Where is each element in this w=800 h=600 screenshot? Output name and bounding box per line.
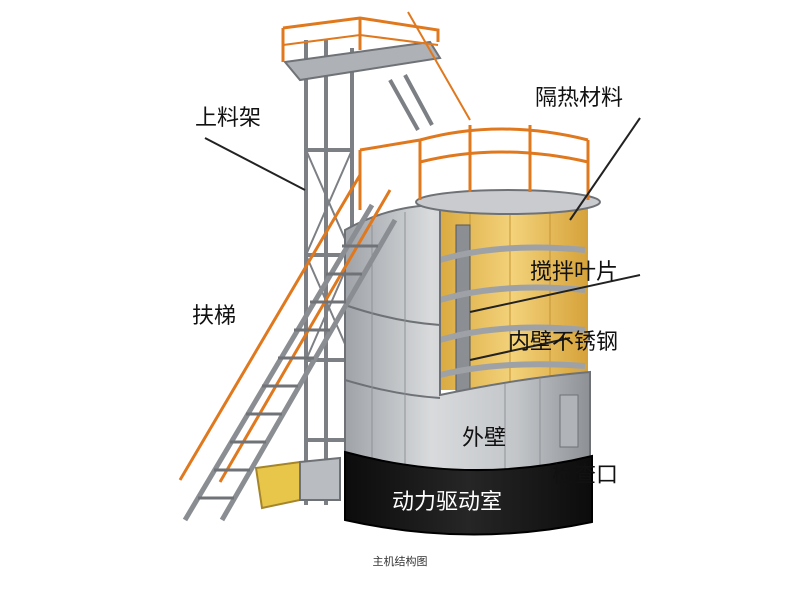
top-railing bbox=[358, 125, 590, 210]
label-drive-room: 动力驱动室 bbox=[392, 490, 503, 515]
label-inspection-port: 检查口 bbox=[552, 463, 619, 488]
top-platform bbox=[281, 11, 471, 131]
label-stirring-blade: 搅拌叶片 bbox=[530, 260, 619, 285]
drive-room-base bbox=[344, 450, 593, 536]
label-inner-wall: 内壁不锈钢 bbox=[508, 330, 619, 355]
feed-hopper bbox=[254, 456, 341, 510]
stirring-shaft bbox=[439, 224, 586, 396]
leader-lines bbox=[204, 117, 641, 361]
label-outer-wall: 外壁 bbox=[462, 426, 507, 451]
ladder bbox=[178, 174, 398, 522]
label-feed-rack: 上料架 bbox=[195, 106, 262, 131]
label-insulation: 隔热材料 bbox=[535, 86, 624, 111]
label-ladder: 扶梯 bbox=[192, 304, 237, 329]
figure-caption: 主机结构图 bbox=[372, 555, 428, 568]
